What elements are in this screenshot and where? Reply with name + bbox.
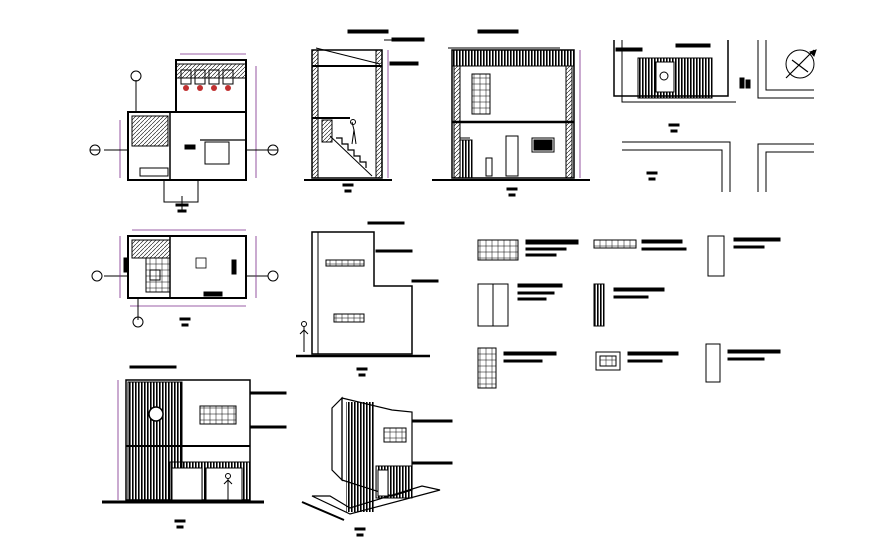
site-plan-detail	[613, 40, 814, 192]
perspective-view	[301, 396, 453, 537]
section-marker-icon	[91, 270, 279, 328]
side-elevation	[296, 221, 439, 377]
ground-floor-plan	[104, 53, 268, 212]
section-marker-icon	[89, 70, 279, 213]
longitudinal-section	[432, 29, 590, 197]
north-arrow-icon	[785, 49, 817, 79]
first-floor-plan	[104, 229, 268, 320]
staircase-section	[304, 29, 425, 193]
front-elevation	[102, 365, 287, 529]
window-and-door-details	[477, 235, 781, 389]
